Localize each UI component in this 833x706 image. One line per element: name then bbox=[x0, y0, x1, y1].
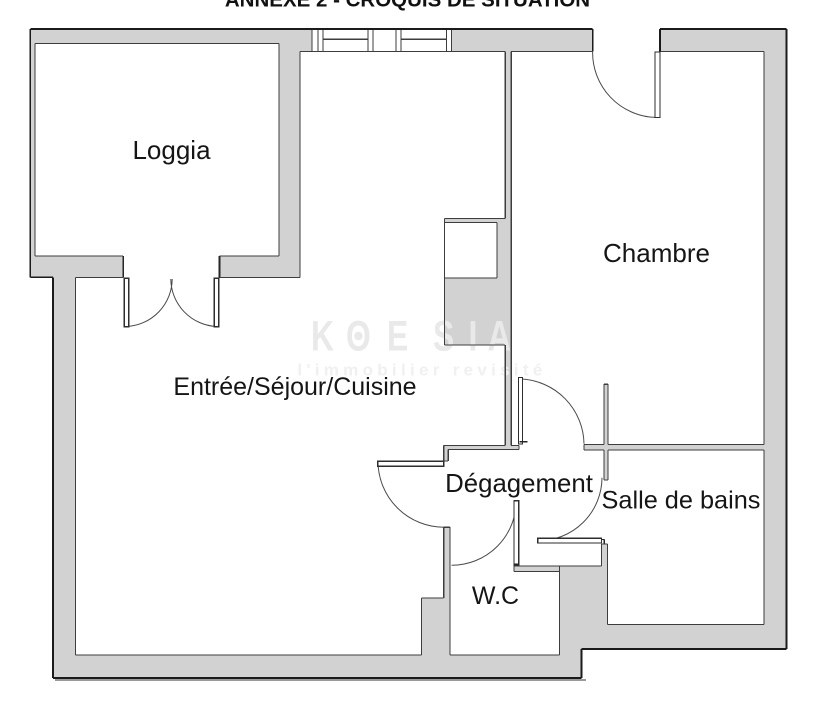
svg-text:Entrée/Séjour/Cuisine: Entrée/Séjour/Cuisine bbox=[173, 373, 416, 401]
svg-text:K: K bbox=[311, 313, 334, 361]
svg-text:ANNEXE 2 - CROQUIS DE SITUATIO: ANNEXE 2 - CROQUIS DE SITUATION bbox=[225, 0, 590, 12]
svg-text:Salle de bains: Salle de bains bbox=[602, 487, 761, 515]
svg-text:Dégagement: Dégagement bbox=[445, 470, 593, 498]
svg-text:E: E bbox=[387, 313, 408, 361]
svg-text:Loggia: Loggia bbox=[132, 135, 211, 165]
svg-text:l'immobilier revisité: l'immobilier revisité bbox=[297, 361, 546, 380]
svg-text:I: I bbox=[469, 313, 478, 361]
svg-text:S: S bbox=[433, 313, 454, 361]
svg-text:W.C: W.C bbox=[472, 582, 519, 610]
svg-text:A: A bbox=[488, 312, 512, 360]
svg-text:Chambre: Chambre bbox=[603, 238, 710, 268]
